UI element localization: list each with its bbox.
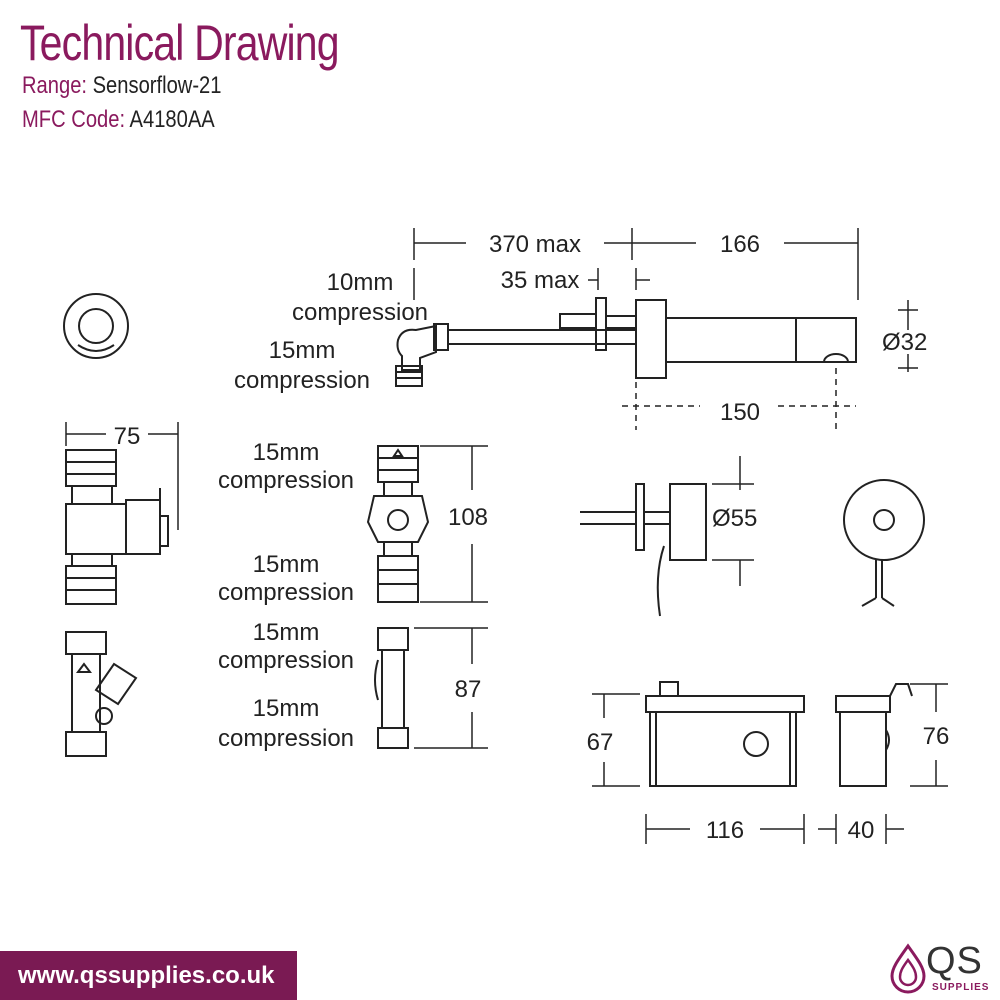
dimension-108 <box>420 445 488 603</box>
page-title: Technical Drawing <box>20 15 340 71</box>
label-108: 108 <box>448 504 488 531</box>
logo-sub: SUPPLIES <box>932 982 990 993</box>
battery-box-side <box>835 683 913 787</box>
label-valve-top-compression: compression <box>218 467 354 494</box>
range-key: Range: <box>22 72 88 99</box>
drop-icon <box>890 943 926 994</box>
label-370-max: 370 max <box>489 231 581 258</box>
mfc-value: A4180AA <box>129 106 215 133</box>
range-value: Sensorflow-21 <box>92 72 222 99</box>
label-166: 166 <box>720 231 760 258</box>
label-valve-bottom-compression: compression <box>218 579 354 606</box>
sensor-front <box>843 479 925 607</box>
dimension-150 <box>622 368 856 430</box>
label-filter-bottom-compression: compression <box>218 725 354 752</box>
label-15mm-top: 15mm <box>269 337 336 364</box>
label-87: 87 <box>455 676 482 703</box>
dimension-87 <box>414 627 488 749</box>
solenoid-valve-side <box>65 449 169 605</box>
filter-front <box>374 627 409 749</box>
label-valve-top-15mm: 15mm <box>253 439 320 466</box>
label-dia-55: Ø55 <box>712 505 757 532</box>
dimension-116-40 <box>645 814 904 844</box>
label-67: 67 <box>587 729 614 756</box>
label-15mm-top-compression: compression <box>234 367 370 394</box>
sensor-side <box>580 483 707 617</box>
range-line: Range: Sensorflow-21 <box>22 72 221 100</box>
footer-url[interactable]: www.qssupplies.co.uk <box>0 951 297 1000</box>
label-dia-32: Ø32 <box>882 329 927 356</box>
label-10mm: 10mm <box>327 269 394 296</box>
dimension-370-166 <box>413 228 918 372</box>
label-150: 150 <box>720 399 760 426</box>
filter-side <box>65 631 138 757</box>
dimension-55 <box>712 456 754 586</box>
label-40: 40 <box>848 817 875 844</box>
dimension-75 <box>65 422 179 530</box>
label-35-max: 35 max <box>501 267 580 294</box>
label-116: 116 <box>706 817 744 844</box>
label-filter-top-15mm: 15mm <box>253 619 320 646</box>
ring-end-view <box>63 293 129 359</box>
dimension-76 <box>910 683 948 787</box>
dimension-67 <box>592 693 640 787</box>
label-filter-bottom-15mm: 15mm <box>253 695 320 722</box>
label-75: 75 <box>114 423 141 450</box>
mfc-line: MFC Code: A4180AA <box>22 106 215 134</box>
mfc-key: MFC Code: <box>22 106 126 133</box>
spout-assembly <box>395 297 857 387</box>
valve-front <box>366 445 430 603</box>
label-filter-top-compression: compression <box>218 647 354 674</box>
label-valve-bottom-15mm: 15mm <box>253 551 320 578</box>
battery-box-front <box>645 681 805 787</box>
label-10mm-compression: compression <box>292 299 428 326</box>
qs-logo: QS SUPPLIES <box>888 940 996 998</box>
label-76: 76 <box>923 723 950 750</box>
logo-main: QS <box>926 940 983 982</box>
